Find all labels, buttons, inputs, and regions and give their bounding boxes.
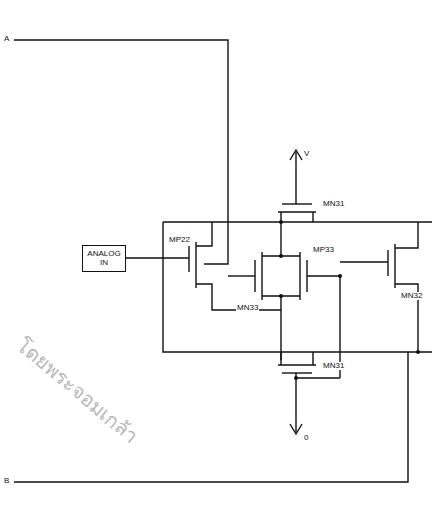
transistor-label: MP22 bbox=[168, 236, 191, 244]
box-text: ANALOG IN bbox=[85, 249, 123, 267]
watermark: โดยพระจอมเกล้า bbox=[9, 330, 144, 451]
supply-label: V bbox=[303, 150, 310, 158]
transistor-label: MP33 bbox=[312, 246, 335, 254]
transistor-label: MN31 bbox=[322, 362, 345, 370]
input-box: ANALOG IN bbox=[82, 245, 126, 272]
supply-label: 0 bbox=[303, 434, 309, 442]
transistor-label: MN31 bbox=[322, 200, 345, 208]
transistor-label: MN33 bbox=[236, 304, 259, 312]
signal-name: A bbox=[3, 35, 10, 43]
transistor-label: MN32 bbox=[400, 292, 423, 300]
signal-name: B bbox=[3, 477, 10, 485]
